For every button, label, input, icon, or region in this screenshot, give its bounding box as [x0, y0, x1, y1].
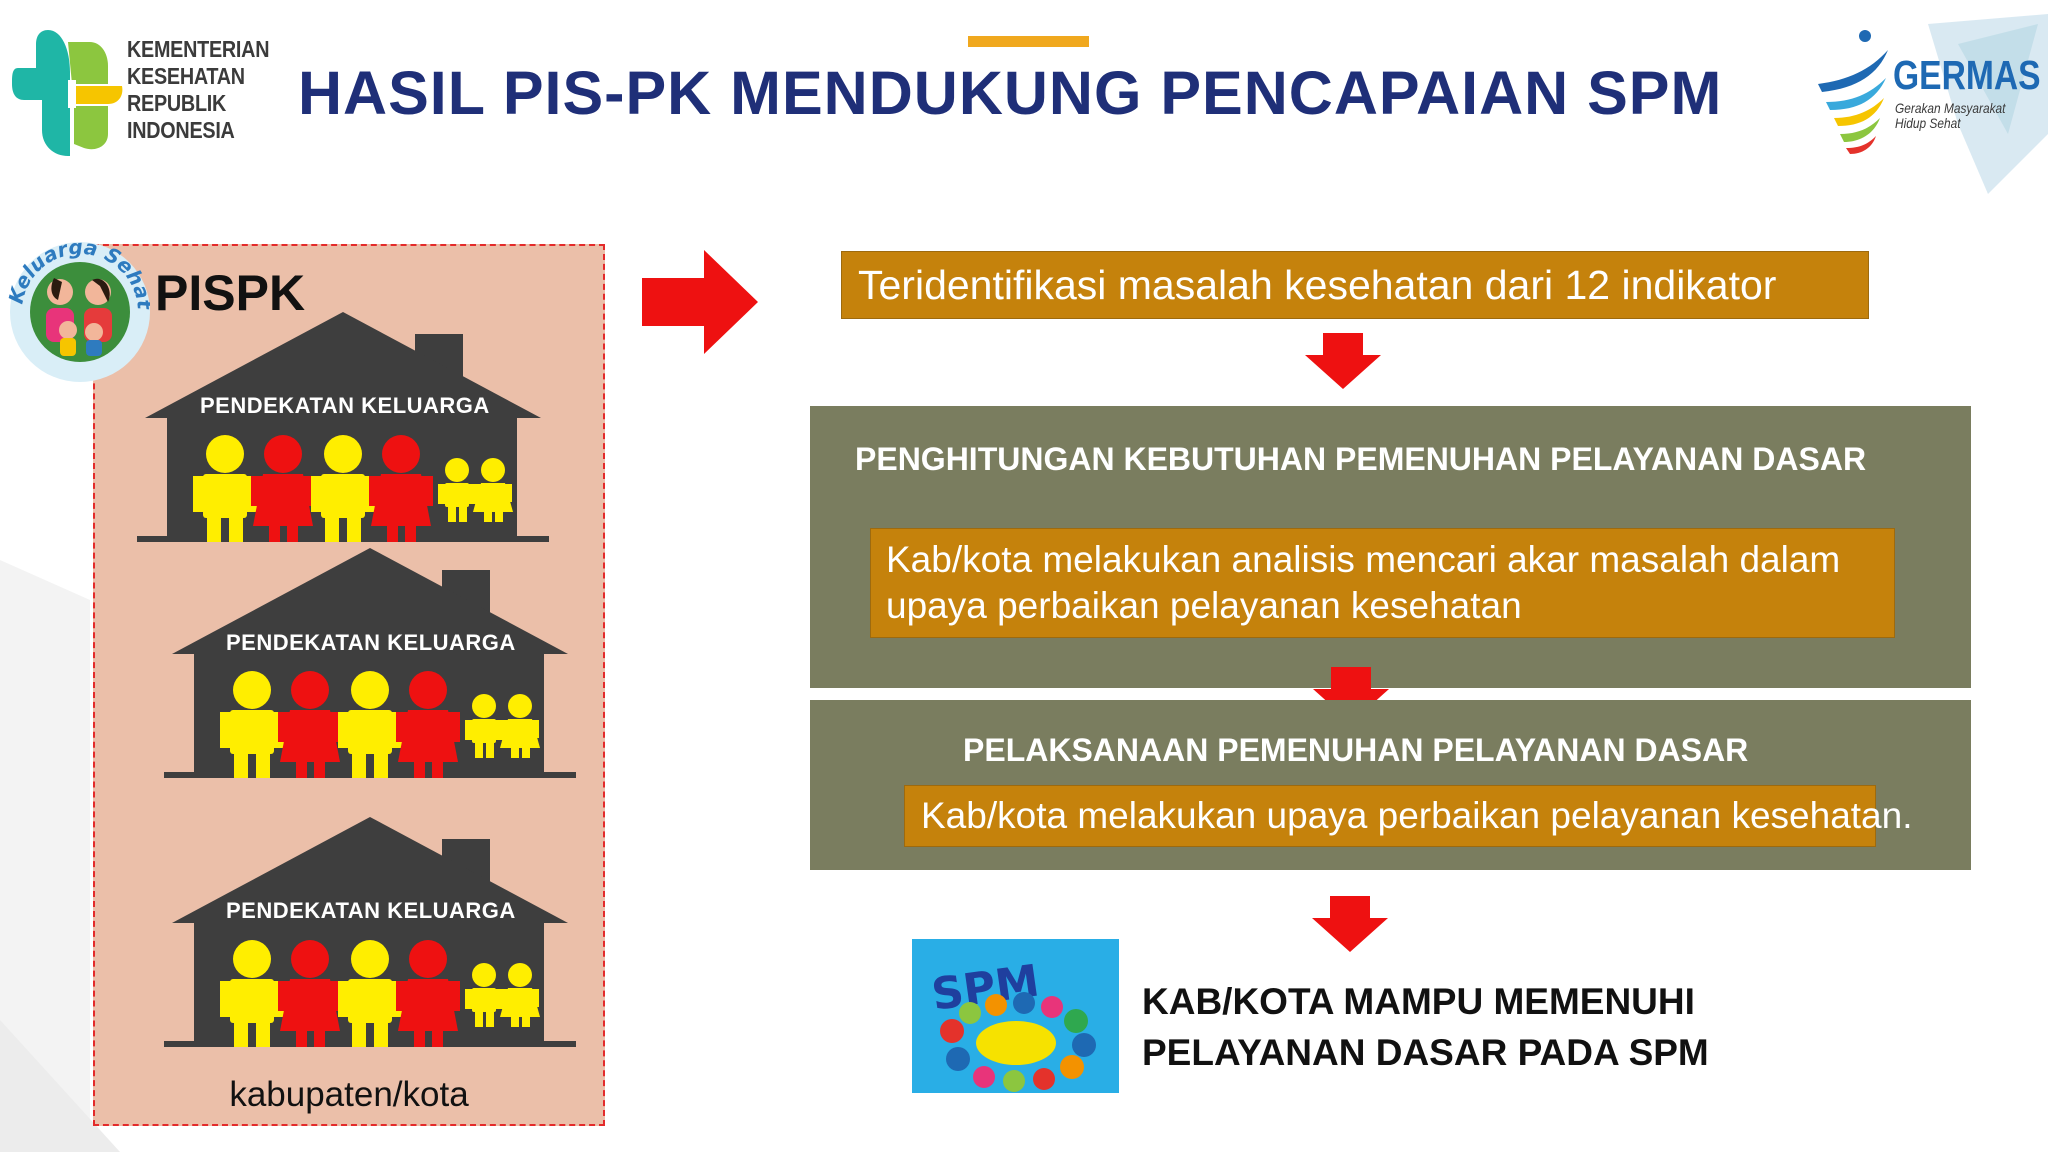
down-arrow-icon: [1313, 667, 1389, 723]
spm-logo-icon: SPM: [912, 939, 1119, 1093]
house-label: PENDEKATAN KELUARGA: [200, 393, 490, 418]
ministry-name: KEMENTERIAN KESEHATAN REPUBLIK INDONESIA: [127, 36, 269, 144]
step-calculation-title: PENGHITUNGAN KEBUTUHAN PEMENUHAN PELAYAN…: [855, 441, 1867, 477]
ministry-line: KESEHATAN: [127, 63, 245, 89]
final-outcome-line: PELAYANAN DASAR PADA SPM: [1142, 1032, 1709, 1073]
ministry-line: KEMENTERIAN: [127, 36, 270, 62]
ministry-line: INDONESIA: [127, 117, 235, 143]
right-arrow-icon: [642, 250, 758, 354]
house-illustration: [164, 817, 576, 1047]
step-identify-box: [841, 251, 1869, 319]
house-label: PENDEKATAN KELUARGA: [226, 898, 516, 923]
page-title: HASIL PIS-PK MENDUKUNG PENCAPAIAN SPM: [298, 59, 1723, 127]
final-outcome-line: KAB/KOTA MAMPU MEMENUHI: [1142, 981, 1695, 1022]
final-outcome-text: KAB/KOTA MAMPU MEMENUHI PELAYANAN DASAR …: [1142, 976, 1709, 1078]
down-arrow-icon: [1312, 896, 1388, 952]
house-label: PENDEKATAN KELUARGA: [226, 630, 516, 655]
step-calculation-detail-box: [870, 528, 1895, 638]
step-implementation-detail-box: [904, 785, 1876, 847]
germas-tagline-line: Gerakan Masyarakat: [1895, 100, 2006, 116]
step-identify-text: Teridentifikasi masalah kesehatan dari 1…: [858, 262, 1777, 308]
pispk-label: PISPK: [155, 265, 306, 321]
down-arrow-icon: [1305, 333, 1381, 389]
kemenkes-logo-icon: [12, 30, 123, 156]
house-illustration: [164, 548, 576, 778]
germas-tagline: Gerakan Masyarakat Hidup Sehat: [1895, 101, 2005, 131]
house-illustration: [137, 312, 549, 542]
germas-tagline-line: Hidup Sehat: [1895, 115, 1961, 131]
title-accent-bar: [968, 36, 1089, 47]
germas-name: GERMAS: [1893, 52, 2041, 98]
region-label: kabupaten/kota: [229, 1075, 469, 1114]
step-calculation-detail: Kab/kota melakukan analisis mencari akar…: [886, 539, 1841, 626]
step-implementation-detail: Kab/kota melakukan upaya perbaikan pelay…: [921, 795, 1913, 836]
ministry-line: REPUBLIK: [127, 90, 227, 116]
germas-logo-icon: [1818, 14, 2048, 194]
step-implementation-title: PELAKSANAAN PEMENUHAN PELAYANAN DASAR: [963, 732, 1749, 768]
keluarga-sehat-logo-icon: Keluarga Sehat: [4, 235, 150, 382]
